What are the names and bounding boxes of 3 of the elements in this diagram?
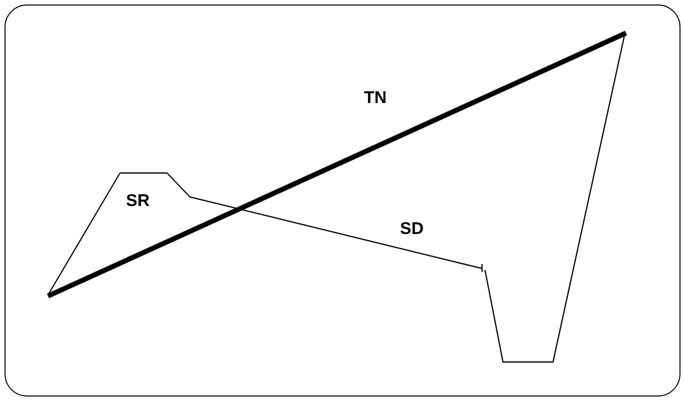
line-label: TN	[364, 89, 387, 106]
line-label: SD	[400, 220, 424, 237]
line-label: SR	[126, 192, 150, 209]
